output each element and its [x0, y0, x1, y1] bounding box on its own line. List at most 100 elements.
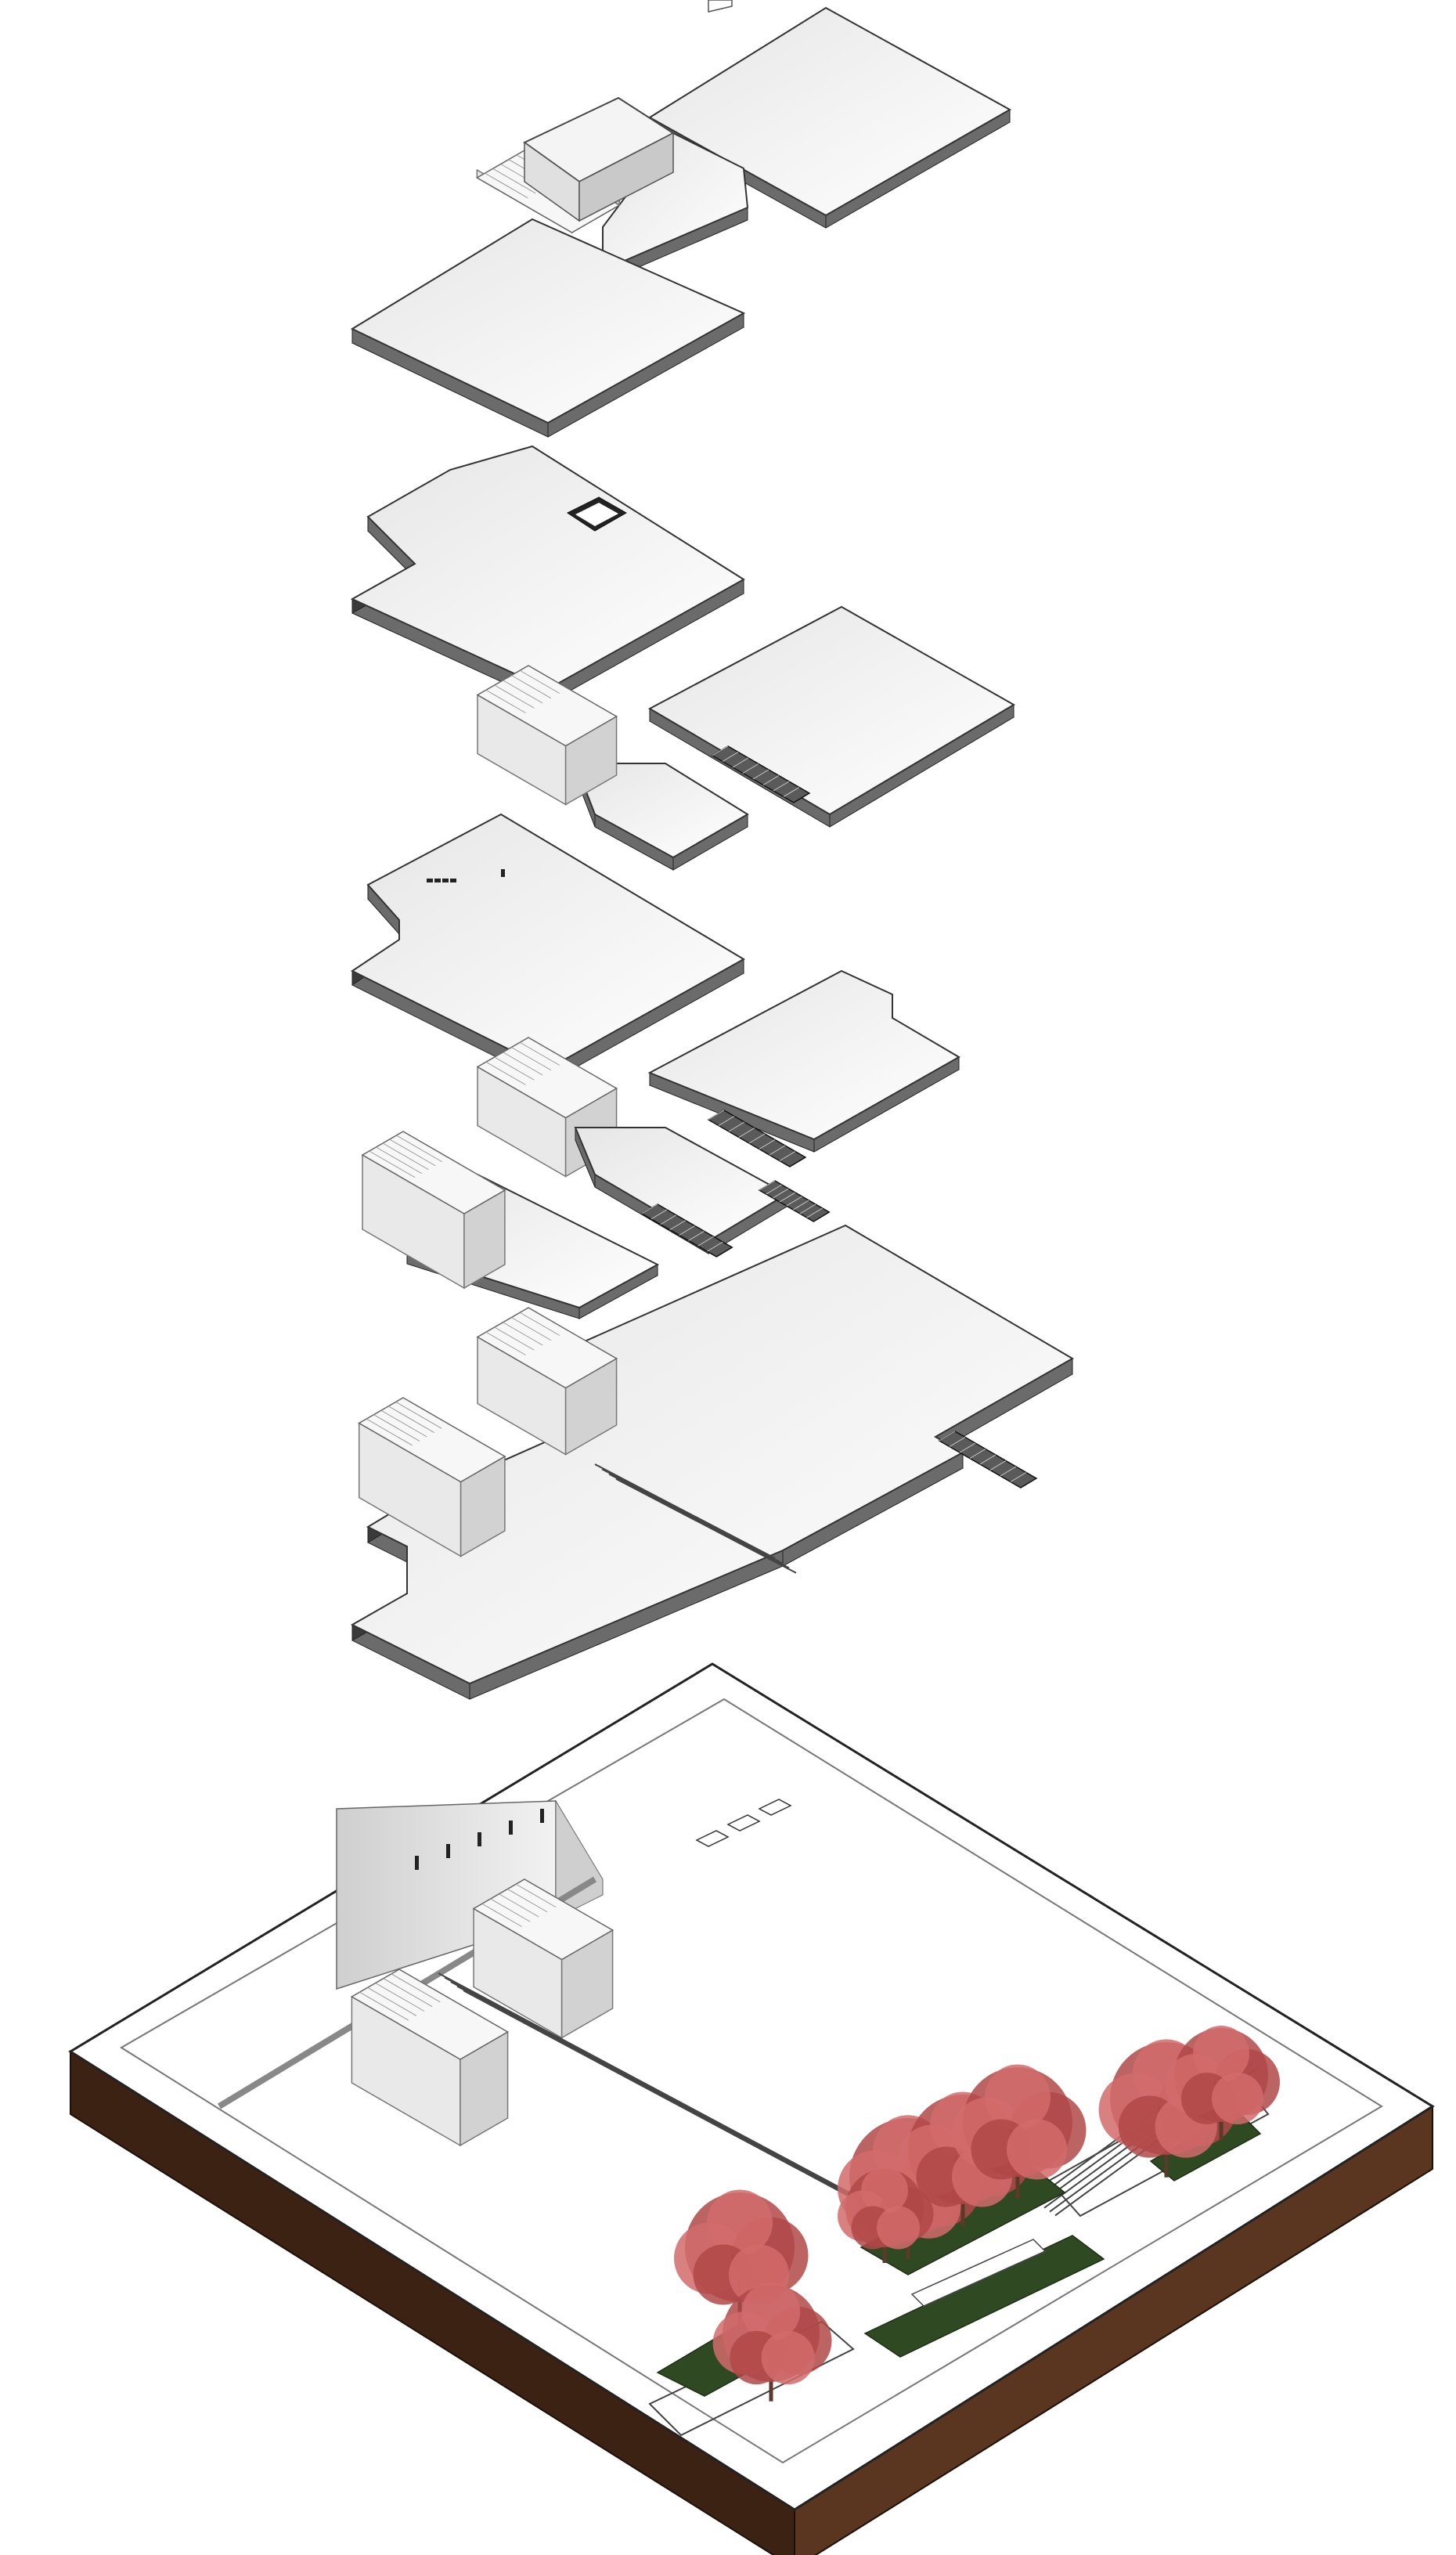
skylight	[726, 1814, 761, 1831]
level-4-slab	[350, 218, 746, 438]
roof-small-element	[708, 0, 733, 13]
marker	[501, 869, 505, 877]
escalator-step	[679, 1225, 695, 1236]
escalator-step	[989, 1460, 1007, 1471]
escalator-step	[688, 1230, 705, 1241]
bench	[910, 2239, 1047, 2307]
layer-ground-site	[68, 1662, 1435, 2555]
tree-foliage	[761, 2330, 815, 2385]
escalator-step	[641, 1204, 658, 1214]
stair-line	[519, 669, 560, 694]
stair-line	[383, 1978, 433, 2008]
escalator-step	[766, 1184, 782, 1195]
escalator-step	[732, 757, 749, 768]
stair-line	[395, 1401, 442, 1429]
escalator-step	[773, 1188, 789, 1199]
tree	[712, 2282, 832, 2402]
slab-top	[602, 132, 749, 272]
tree-foliage	[1007, 2119, 1067, 2180]
stair-line	[515, 1883, 557, 1907]
ramp-line	[594, 1463, 776, 1559]
roof-slab-link	[602, 132, 749, 283]
level-2-link-slab	[574, 1127, 789, 1254]
ramp-line	[601, 1468, 783, 1564]
stair-line	[359, 1991, 409, 2021]
stair-line	[485, 1331, 526, 1355]
stair-line	[485, 172, 528, 199]
tree	[952, 2064, 1087, 2199]
slab-top	[648, 6, 1012, 217]
skylight	[427, 879, 433, 882]
void-inner	[575, 503, 618, 526]
slab-top	[350, 445, 745, 691]
stair-core-l3	[476, 665, 618, 806]
slab-top	[350, 218, 746, 424]
stair-line	[494, 684, 535, 709]
door-mark	[446, 1844, 450, 1858]
escalator-step	[752, 769, 769, 780]
escalator-step	[773, 781, 790, 792]
escalator-step	[707, 1241, 723, 1252]
washroom-block-l1	[358, 1397, 506, 1557]
escalator-step	[793, 1200, 809, 1211]
escalator-step	[697, 1236, 714, 1247]
slab-top	[574, 763, 749, 859]
stair-line	[519, 1041, 560, 1066]
stair-line	[382, 1142, 429, 1171]
tree	[838, 2167, 934, 2263]
escalator-step	[759, 1139, 776, 1149]
ramp-line	[608, 1473, 790, 1569]
core-roof-wall	[578, 132, 674, 222]
slab-top	[574, 1127, 789, 1243]
entrance-wall-end	[555, 1799, 604, 1919]
stair-line	[499, 1893, 539, 1918]
washroom-block-l2	[361, 1131, 660, 1319]
stair-line	[396, 1135, 443, 1163]
escalator-step	[738, 1128, 755, 1138]
escalator-step	[742, 763, 759, 774]
stair-line	[369, 1150, 416, 1178]
escalator-step	[939, 1431, 956, 1442]
stair-line	[503, 680, 543, 704]
stair-line	[376, 1146, 423, 1175]
washroom-walls-l2	[361, 1131, 506, 1290]
stair-line	[485, 689, 526, 713]
escalator-step	[748, 1133, 766, 1144]
door-mark	[509, 1821, 513, 1835]
escalator-step	[660, 1214, 677, 1225]
ramp-lines	[594, 1463, 797, 1574]
stair-line	[494, 1326, 535, 1351]
door-mark	[478, 1832, 481, 1846]
escalator-step	[806, 1207, 823, 1218]
tree-foliage	[861, 2167, 908, 2214]
level-2-east-slab	[647, 969, 960, 1153]
ramp-line	[444, 1976, 915, 2229]
tree-foliage	[741, 2282, 801, 2341]
door-mark	[415, 1856, 419, 1870]
stair-line	[367, 1987, 417, 2016]
escalator-step	[669, 1220, 686, 1231]
escalator-step	[728, 1121, 745, 1132]
level-3-slab	[350, 445, 745, 704]
stair-line	[492, 168, 536, 194]
trees-group	[674, 2026, 1280, 2402]
escalator-step	[1010, 1472, 1027, 1482]
stair-line	[389, 1139, 436, 1167]
escalator-step	[759, 1180, 776, 1191]
stair-line	[511, 1047, 552, 1071]
level-3-link-slab	[574, 763, 749, 871]
escalator	[640, 1204, 733, 1258]
slab-top	[351, 813, 745, 1070]
stair-core-ground	[472, 1878, 614, 2039]
stair-line	[503, 1322, 543, 1346]
ramp-line	[438, 1972, 909, 2225]
escalator-step	[959, 1442, 976, 1453]
stair-line	[519, 1312, 560, 1336]
escalator-step	[783, 787, 800, 797]
tree	[674, 2189, 809, 2324]
escalator-step	[762, 775, 780, 785]
door-mark	[540, 1809, 544, 1823]
escalator-step	[708, 1110, 725, 1121]
escalator-step	[722, 752, 739, 762]
